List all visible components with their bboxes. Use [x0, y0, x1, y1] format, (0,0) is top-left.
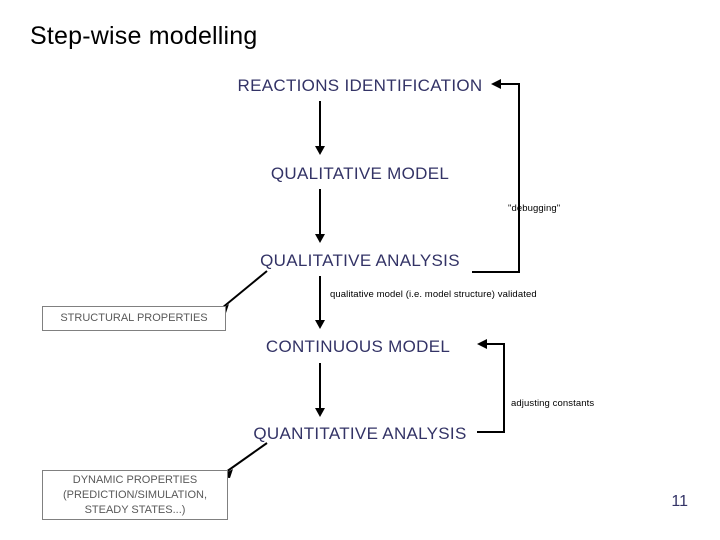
flow-arrowhead-3: [315, 320, 325, 329]
annotation-debugging: "debugging": [508, 203, 561, 214]
adjusting-loop-right-segment: [503, 344, 505, 433]
flow-connector-3: [319, 276, 321, 321]
flow-connector-1: [319, 101, 321, 147]
adjusting-loop-bottom-segment: [477, 431, 505, 433]
stage-continuous-model: CONTINUOUS MODEL: [265, 337, 451, 356]
box-dynamic-properties: DYNAMIC PROPERTIES (PREDICTION/SIMULATIO…: [42, 470, 228, 520]
box-structural-properties-line-1: STRUCTURAL PROPERTIES: [60, 312, 208, 324]
debugging-loop-arrowhead: [491, 79, 501, 89]
debugging-loop-bottom-segment: [472, 271, 520, 273]
box-dynamic-properties-line-2: (PREDICTION/SIMULATION,: [62, 488, 208, 501]
page-number: 11: [671, 493, 688, 510]
flow-connector-2: [319, 189, 321, 235]
annotation-validated: qualitative model (i.e. model structure)…: [330, 289, 537, 300]
box-dynamic-properties-line-3: STEADY STATES...): [84, 503, 186, 516]
page-title: Step-wise modelling: [30, 22, 258, 50]
debugging-loop-top-segment: [500, 83, 520, 85]
stage-quantitative-analysis: QUANTITATIVE ANALYSIS: [253, 424, 467, 443]
box-dynamic-properties-line-1: DYNAMIC PROPERTIES: [72, 473, 198, 486]
annotation-adjusting-constants: adjusting constants: [511, 398, 595, 409]
flow-connector-4: [319, 363, 321, 409]
debugging-loop-right-segment: [518, 84, 520, 273]
box-structural-properties: STRUCTURAL PROPERTIES: [42, 306, 226, 331]
stage-reactions-identification: REACTIONS IDENTIFICATION: [237, 76, 483, 95]
flow-arrowhead-2: [315, 234, 325, 243]
stage-qualitative-analysis: QUALITATIVE ANALYSIS: [260, 251, 460, 270]
stage-qualitative-model: QUALITATIVE MODEL: [270, 164, 450, 183]
flow-arrowhead-4: [315, 408, 325, 417]
adjusting-loop-top-segment: [486, 343, 505, 345]
flow-arrowhead-1: [315, 146, 325, 155]
adjusting-loop-arrowhead: [477, 339, 487, 349]
